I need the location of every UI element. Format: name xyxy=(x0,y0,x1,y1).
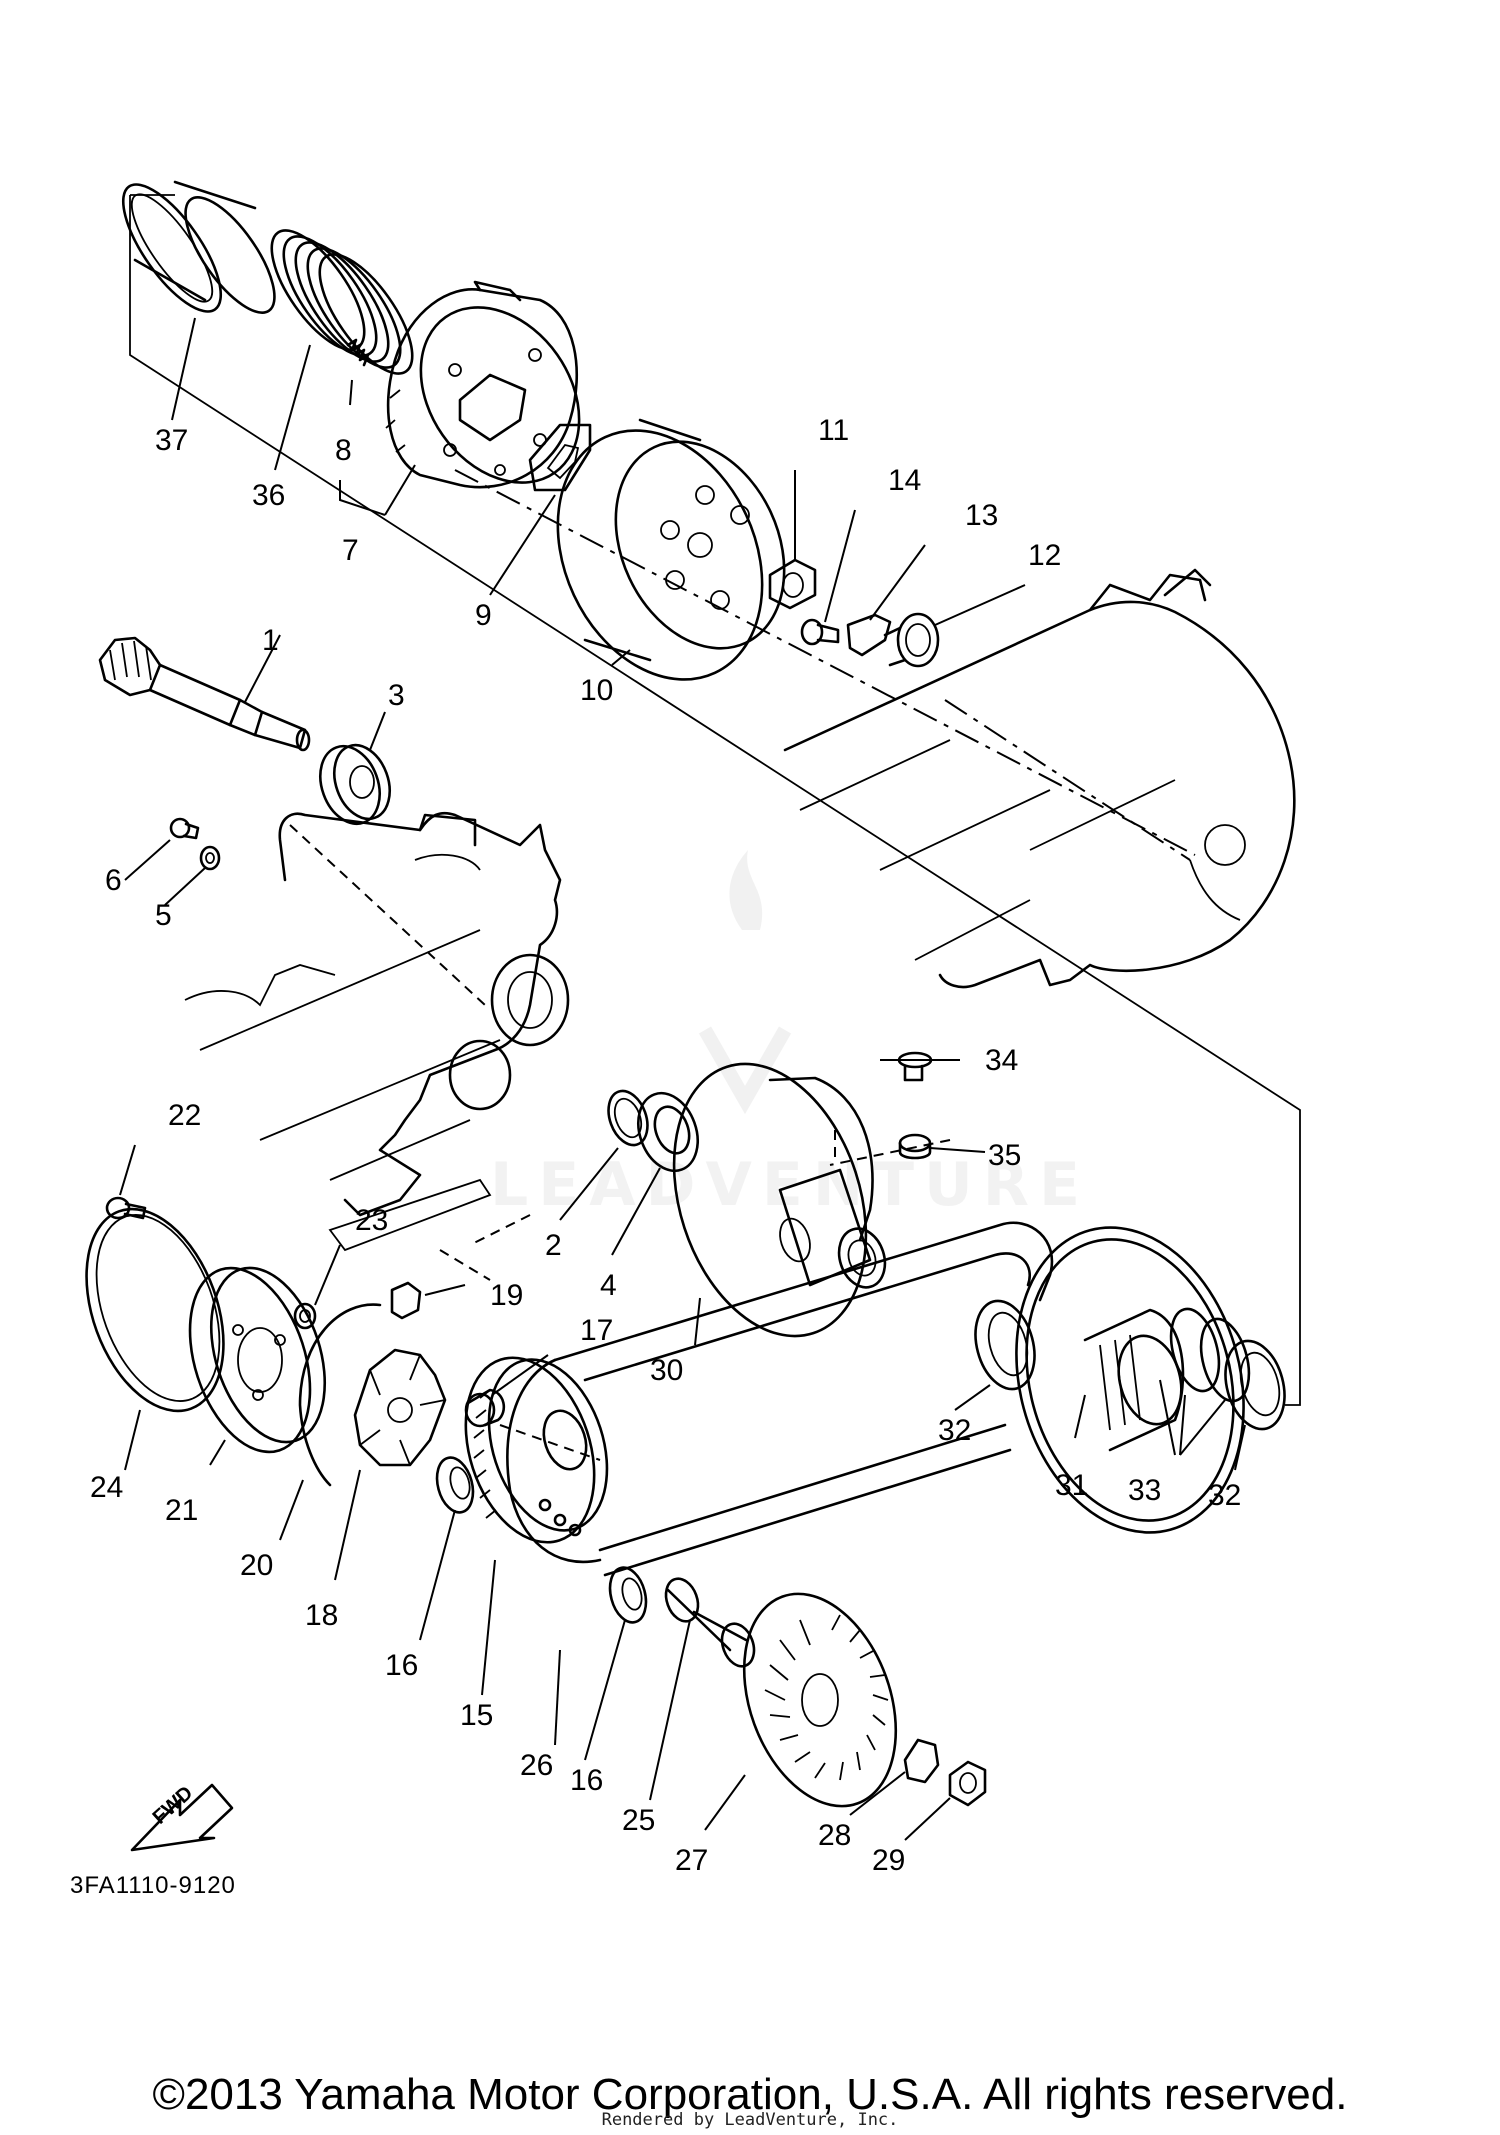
part-2-circlip xyxy=(607,1089,649,1147)
callout-29: 29 xyxy=(872,1844,905,1877)
part-27-primary-fixed-sheave xyxy=(742,1592,898,1808)
part-32-oil-seal-a xyxy=(974,1299,1036,1391)
callout-26: 26 xyxy=(520,1749,553,1782)
callout-13: 13 xyxy=(965,499,998,532)
callout-36: 36 xyxy=(252,479,285,512)
part-23-damper xyxy=(293,1302,317,1330)
part-9-nut xyxy=(528,423,592,492)
crankcase-cover xyxy=(783,568,1296,989)
part-3-bearing xyxy=(319,743,391,826)
crankcase xyxy=(184,811,570,1252)
rendered-by-credit: Rendered by LeadVenture, Inc. xyxy=(601,2110,899,2130)
part-20-ring xyxy=(298,1303,382,1487)
part-33-o-rings xyxy=(1169,1307,1251,1403)
callout-10: 10 xyxy=(580,674,613,707)
callout-19: 19 xyxy=(490,1279,523,1312)
callout-15: 15 xyxy=(460,1699,493,1732)
part-30-secondary-fixed-sheave xyxy=(672,1062,887,1338)
part-21-clutch-plate xyxy=(188,1266,327,1454)
callout-34: 34 xyxy=(985,1044,1018,1077)
part-26-v-belt xyxy=(506,1221,1054,1577)
callout-16-b: 16 xyxy=(570,1764,603,1797)
fwd-arrow-icon: FWD xyxy=(130,1782,234,1852)
part-35-collar xyxy=(898,1133,932,1160)
callout-4: 4 xyxy=(600,1269,617,1302)
callout-1: 1 xyxy=(262,624,279,657)
part-17-weight-roller xyxy=(464,1388,506,1428)
callout-numbers: 1 2 3 4 5 6 7 8 9 10 11 12 13 14 15 16 1… xyxy=(90,414,1241,1877)
callout-32-b: 32 xyxy=(1208,1479,1241,1512)
callout-3: 3 xyxy=(388,679,405,712)
callout-24: 24 xyxy=(90,1471,123,1504)
callout-25: 25 xyxy=(622,1804,655,1837)
part-37-sleeve xyxy=(121,180,276,314)
part-29-nut xyxy=(948,1760,987,1807)
part-24-gasket xyxy=(85,1207,225,1413)
leader-lines xyxy=(119,317,1246,1841)
callout-28: 28 xyxy=(818,1819,851,1852)
diagram-code: 3FA1110-9120 xyxy=(70,1872,236,1899)
part-16-collar-a xyxy=(435,1456,475,1514)
part-4-oil-seal xyxy=(637,1091,699,1173)
callout-6: 6 xyxy=(105,864,122,897)
callout-23: 23 xyxy=(355,1204,388,1237)
callout-14: 14 xyxy=(888,464,921,497)
callout-12: 12 xyxy=(1028,539,1061,572)
callout-27: 27 xyxy=(675,1844,708,1877)
part-32-oil-seal-b xyxy=(1224,1339,1286,1431)
callout-35: 35 xyxy=(988,1139,1021,1172)
part-13-plate xyxy=(846,613,892,657)
part-22-bolt xyxy=(105,1196,147,1220)
part-11-nut xyxy=(768,558,817,610)
part-12-bearing xyxy=(883,612,940,668)
copyright-notice: ©2013 Yamaha Motor Corporation, U.S.A. A… xyxy=(152,2070,1348,2119)
callout-37: 37 xyxy=(155,424,188,457)
callout-16-a: 16 xyxy=(385,1649,418,1682)
callout-17: 17 xyxy=(580,1314,613,1347)
part-34-pin xyxy=(897,1051,933,1082)
part-31-secondary-sliding-sheave xyxy=(1015,1226,1245,1534)
part-6-bolt xyxy=(169,817,200,840)
callout-20: 20 xyxy=(240,1549,273,1582)
callout-8: 8 xyxy=(335,434,352,467)
part-36-spring xyxy=(270,229,414,375)
reference-lines xyxy=(129,194,1301,1461)
part-10-clutch-housing xyxy=(556,418,786,681)
part-5-washer xyxy=(199,845,221,871)
callout-11: 11 xyxy=(818,414,849,447)
callout-31: 31 xyxy=(1055,1469,1088,1502)
callout-30: 30 xyxy=(650,1354,683,1387)
callout-5: 5 xyxy=(155,899,172,932)
part-1-primary-shaft xyxy=(98,636,311,752)
part-7-clutch-carrier xyxy=(385,280,581,489)
callout-2: 2 xyxy=(545,1229,562,1262)
part-19-slider xyxy=(390,1281,422,1320)
part-14-bolt xyxy=(800,618,840,646)
part-28-washer xyxy=(903,1738,940,1784)
callout-9: 9 xyxy=(475,599,492,632)
part-16-collar-b xyxy=(608,1566,648,1624)
callout-18: 18 xyxy=(305,1599,338,1632)
callout-7: 7 xyxy=(342,534,359,567)
callout-33: 33 xyxy=(1128,1474,1161,1507)
part-18-cam xyxy=(353,1348,447,1467)
callout-22: 22 xyxy=(168,1099,201,1132)
callout-21: 21 xyxy=(165,1494,198,1527)
callout-32-a: 32 xyxy=(938,1414,971,1447)
part-8-clutch-spring xyxy=(346,338,370,367)
